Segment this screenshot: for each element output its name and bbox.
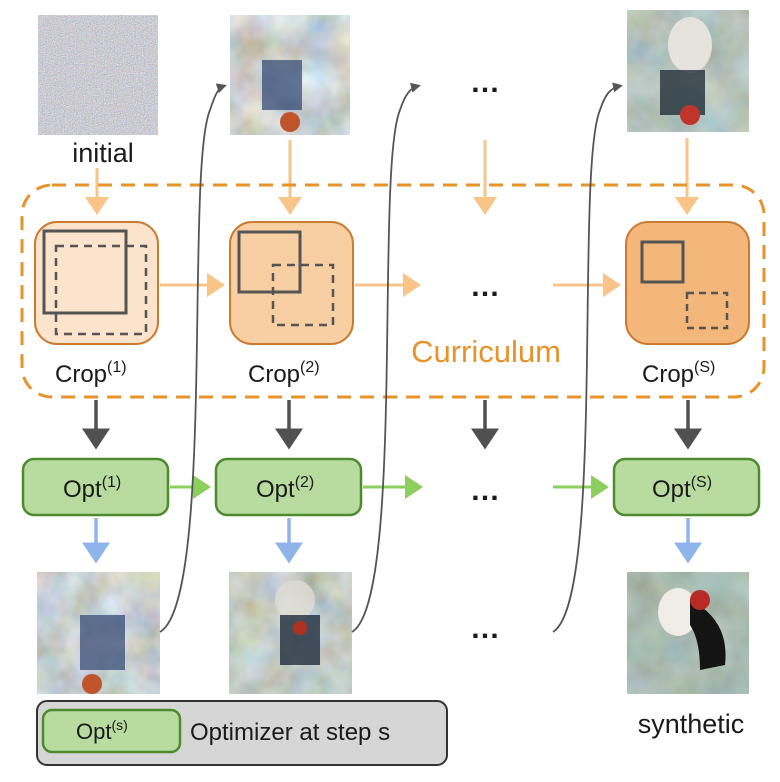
opt-box-1: Opt(1) [21, 457, 170, 517]
crop-box-1 [34, 221, 159, 345]
orange-down-arrows [85, 138, 699, 215]
bottom-ellipsis: … [470, 612, 500, 645]
blue-down-arrows [82, 518, 702, 564]
crop-ellipsis: … [470, 270, 500, 303]
synthetic-label: synthetic [638, 709, 745, 739]
step1-image [230, 15, 350, 135]
legend-opt-label: Opt(s) [76, 717, 128, 744]
curriculum-label: Curriculum [411, 334, 561, 369]
feedback-arrows [159, 82, 623, 633]
initial-label: initial [72, 138, 134, 168]
svg-text:Crop(2): Crop(2) [248, 359, 320, 388]
svg-text:Opt(1): Opt(1) [63, 474, 121, 503]
opt-box-2: Opt(2) [214, 457, 363, 517]
crop-label-1: Crop(1) [55, 359, 127, 388]
legend-text: Optimizer at step s [190, 719, 390, 746]
svg-text:Crop(S): Crop(S) [642, 359, 715, 388]
crop-label-2: Crop(2) [248, 359, 320, 388]
opt-ellipsis: … [470, 474, 500, 507]
initial-noise-image [38, 15, 158, 135]
legend-opt-swatch [41, 708, 182, 754]
top-ellipsis: … [470, 66, 500, 99]
svg-text:Opt(S): Opt(S) [652, 474, 712, 503]
crop-box-2 [229, 221, 354, 345]
curriculum-container [20, 183, 766, 399]
opt-box-3: Opt(S) [612, 457, 761, 517]
dark-down-arrows [82, 400, 702, 450]
synthetic-image [627, 572, 749, 694]
svg-text:Opt(2): Opt(2) [256, 474, 314, 503]
final-step-image [627, 10, 749, 132]
output-image-1 [37, 572, 160, 694]
crop-label-3: Crop(S) [642, 359, 715, 388]
crop-box-3 [625, 221, 750, 345]
svg-text:Crop(1): Crop(1) [55, 359, 127, 388]
output-image-2 [229, 572, 352, 694]
legend: Opt(s) Optimizer at step s [36, 700, 448, 766]
